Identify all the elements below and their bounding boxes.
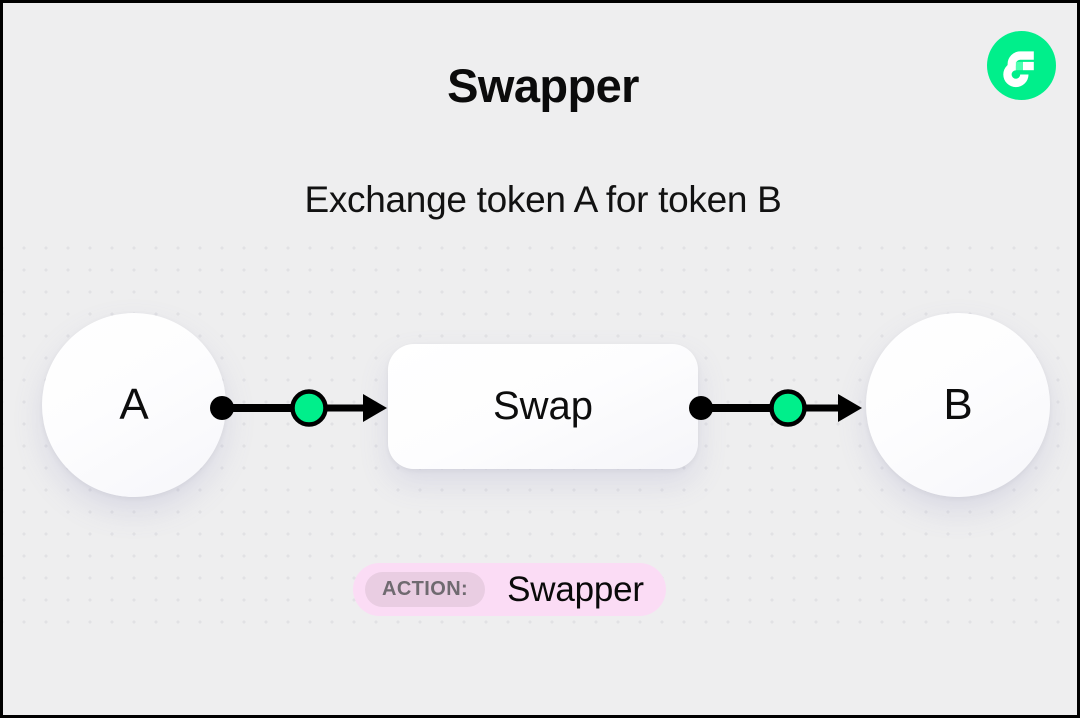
node-swap-label: Swap [492, 384, 594, 428]
edge-a-mid-handle[interactable] [290, 389, 328, 427]
page-title: Swapper [447, 59, 639, 112]
edge-a-to-swap[interactable] [210, 389, 387, 427]
action-badge: ACTION: Swapper [353, 563, 666, 616]
page-subtitle: Exchange token A for token B [304, 179, 782, 220]
edge-swap-to-b[interactable] [689, 389, 862, 427]
action-badge-value: Swapper [507, 570, 644, 609]
node-token-b[interactable]: B [866, 313, 1050, 497]
node-token-a-label: A [119, 380, 149, 429]
edge-b-mid-handle[interactable] [769, 389, 807, 427]
node-token-b-label: B [943, 380, 973, 429]
node-swap[interactable]: Swap [388, 344, 698, 469]
action-badge-tag: ACTION: [365, 572, 486, 607]
flow-logo-icon [987, 31, 1056, 100]
node-token-a[interactable]: A [42, 313, 226, 497]
